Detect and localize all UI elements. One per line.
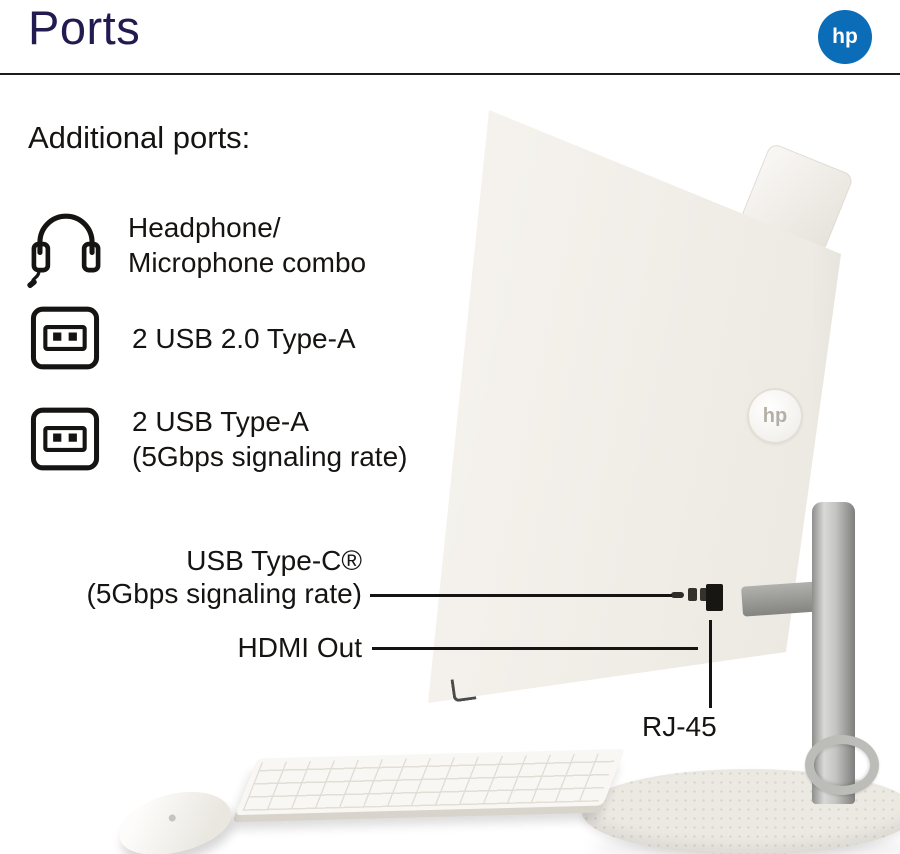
port-item-label: Headphone/ Microphone combo xyxy=(128,210,366,280)
regulatory-mark xyxy=(450,676,477,703)
device-hp-logo-text: hp xyxy=(762,404,788,427)
port-item-headphone: Headphone/ Microphone combo xyxy=(26,200,366,290)
usb-a-port xyxy=(700,588,709,601)
device-hp-logo: hp xyxy=(747,388,803,444)
stand-base xyxy=(582,769,900,854)
mouse-logo-dot xyxy=(167,813,177,823)
stand-bracket xyxy=(741,581,821,617)
port-item-label-line: 2 USB Type-A xyxy=(132,406,309,437)
port-item-usb5g: 2 USB Type-A (5Gbps signaling rate) xyxy=(26,404,407,474)
header-divider xyxy=(0,73,900,75)
rj45-port xyxy=(706,584,723,611)
keyboard-keys xyxy=(242,753,618,811)
usb-a-port xyxy=(688,588,697,601)
usb-a-icon xyxy=(26,306,132,370)
wireless-mouse xyxy=(112,781,238,854)
callout-usb-c-line2: (5Gbps signaling rate) xyxy=(86,578,362,609)
port-item-label-line: 2 USB 2.0 Type-A xyxy=(132,322,356,354)
port-item-label: 2 USB Type-A (5Gbps signaling rate) xyxy=(132,404,407,474)
port-item-label: 2 USB 2.0 Type-A xyxy=(132,321,356,356)
hp-logo: hp xyxy=(818,10,872,64)
port-item-label-line: Headphone/ xyxy=(128,212,281,243)
usb-a-icon xyxy=(26,407,132,471)
headset-icon xyxy=(26,200,128,290)
callout-usb-c-label: USB Type-C® (5Gbps signaling rate) xyxy=(0,544,362,610)
wireless-keyboard xyxy=(234,748,626,816)
section-heading: Additional ports: xyxy=(28,120,251,155)
port-item-label-line: Microphone combo xyxy=(128,247,367,278)
callout-hdmi-leader-line xyxy=(372,647,698,650)
hp-logo-text: hp xyxy=(832,25,858,48)
callout-rj45-label: RJ-45 xyxy=(642,711,717,742)
callout-hdmi-label: HDMI Out xyxy=(237,632,362,663)
usb-c-port xyxy=(671,592,684,598)
port-item-usb20: 2 USB 2.0 Type-A xyxy=(26,306,356,370)
callout-rj45-leader-line xyxy=(709,620,712,708)
callout-usb-c-leader-line xyxy=(370,594,672,597)
callout-usb-c-line1: USB Type-C® xyxy=(186,545,362,576)
page-title: Ports xyxy=(28,1,141,54)
port-item-label-line: (5Gbps signaling rate) xyxy=(132,441,408,472)
cable-management-ring xyxy=(805,735,879,795)
